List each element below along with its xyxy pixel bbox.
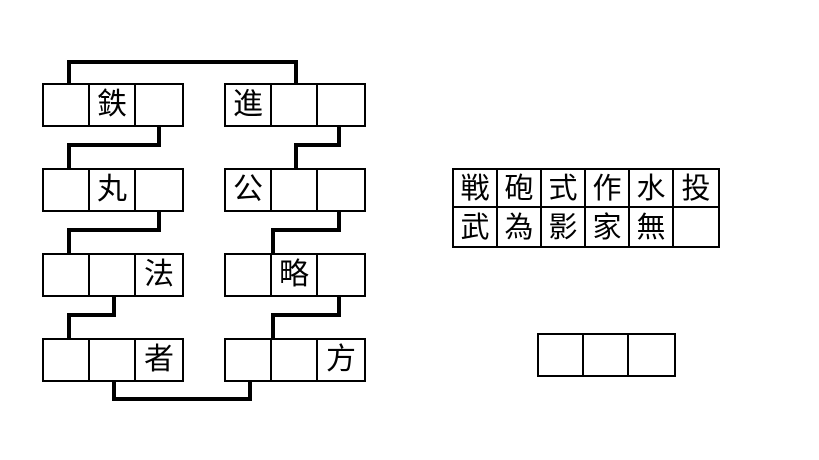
chain-cell[interactable] xyxy=(136,85,182,125)
chain-cell[interactable]: 丸 xyxy=(90,170,136,210)
connector-left-row3-row4 xyxy=(67,293,116,338)
character-bank-cell[interactable]: 為 xyxy=(498,208,542,246)
connector-left-row1-row2 xyxy=(67,123,161,168)
chain-cell[interactable] xyxy=(44,85,90,125)
chain-row-3-left-block[interactable]: 法 xyxy=(42,253,184,297)
chain-cell[interactable]: 鉄 xyxy=(90,85,136,125)
connector-left-row2-row3 xyxy=(67,208,161,253)
chain-cell[interactable]: 方 xyxy=(318,340,364,380)
chain-row-3-right-block[interactable]: 略 xyxy=(224,253,366,297)
chain-cell[interactable] xyxy=(44,340,90,380)
chain-row-1-left-block[interactable]: 鉄 xyxy=(42,83,184,127)
chain-row-4-left-block[interactable]: 者 xyxy=(42,338,184,382)
character-bank-cell[interactable]: 水 xyxy=(630,170,674,208)
answer-cell[interactable] xyxy=(539,335,584,375)
character-bank-cell[interactable] xyxy=(674,208,718,246)
character-bank-cell[interactable]: 影 xyxy=(542,208,586,246)
character-bank-cell[interactable]: 作 xyxy=(586,170,630,208)
character-bank-cell[interactable]: 式 xyxy=(542,170,586,208)
character-bank-row: 戦 砲 式 作 水 投 xyxy=(454,170,718,208)
chain-row-4-right-block[interactable]: 方 xyxy=(224,338,366,382)
connector-right-row2-row3 xyxy=(271,208,341,253)
chain-cell[interactable] xyxy=(318,255,364,295)
chain-row-2-left-block[interactable]: 丸 xyxy=(42,168,184,212)
connector-right-row3-row4 xyxy=(271,293,341,338)
character-bank-cell[interactable]: 家 xyxy=(586,208,630,246)
character-bank-cell[interactable]: 戦 xyxy=(454,170,498,208)
chain-cell[interactable] xyxy=(44,255,90,295)
answer-cell[interactable] xyxy=(584,335,629,375)
character-bank-cell[interactable]: 投 xyxy=(674,170,718,208)
chain-cell[interactable]: 進 xyxy=(226,85,272,125)
chain-row-2-right-block[interactable]: 公 xyxy=(224,168,366,212)
chain-cell[interactable] xyxy=(226,340,272,380)
character-bank: 戦 砲 式 作 水 投 武 為 影 家 無 xyxy=(452,168,720,248)
chain-cell[interactable] xyxy=(226,255,272,295)
chain-row-1-right-block[interactable]: 進 xyxy=(224,83,366,127)
chain-cell[interactable]: 略 xyxy=(272,255,318,295)
answer-row[interactable] xyxy=(537,333,676,377)
character-bank-cell[interactable]: 無 xyxy=(630,208,674,246)
chain-cell[interactable]: 公 xyxy=(226,170,272,210)
answer-cell[interactable] xyxy=(629,335,674,375)
chain-cell[interactable] xyxy=(44,170,90,210)
character-bank-cell[interactable]: 武 xyxy=(454,208,498,246)
character-bank-cell[interactable]: 砲 xyxy=(498,170,542,208)
connector-top-bracket xyxy=(67,60,298,83)
chain-cell[interactable] xyxy=(272,85,318,125)
chain-cell[interactable]: 法 xyxy=(136,255,182,295)
chain-cell[interactable] xyxy=(272,170,318,210)
chain-cell[interactable] xyxy=(318,170,364,210)
chain-cell[interactable]: 者 xyxy=(136,340,182,380)
chain-cell[interactable] xyxy=(90,255,136,295)
chain-cell[interactable] xyxy=(136,170,182,210)
chain-cell[interactable] xyxy=(272,340,318,380)
chain-cell[interactable] xyxy=(90,340,136,380)
connector-right-row1-row2 xyxy=(294,123,341,168)
chain-cell[interactable] xyxy=(318,85,364,125)
character-bank-row: 武 為 影 家 無 xyxy=(454,208,718,246)
